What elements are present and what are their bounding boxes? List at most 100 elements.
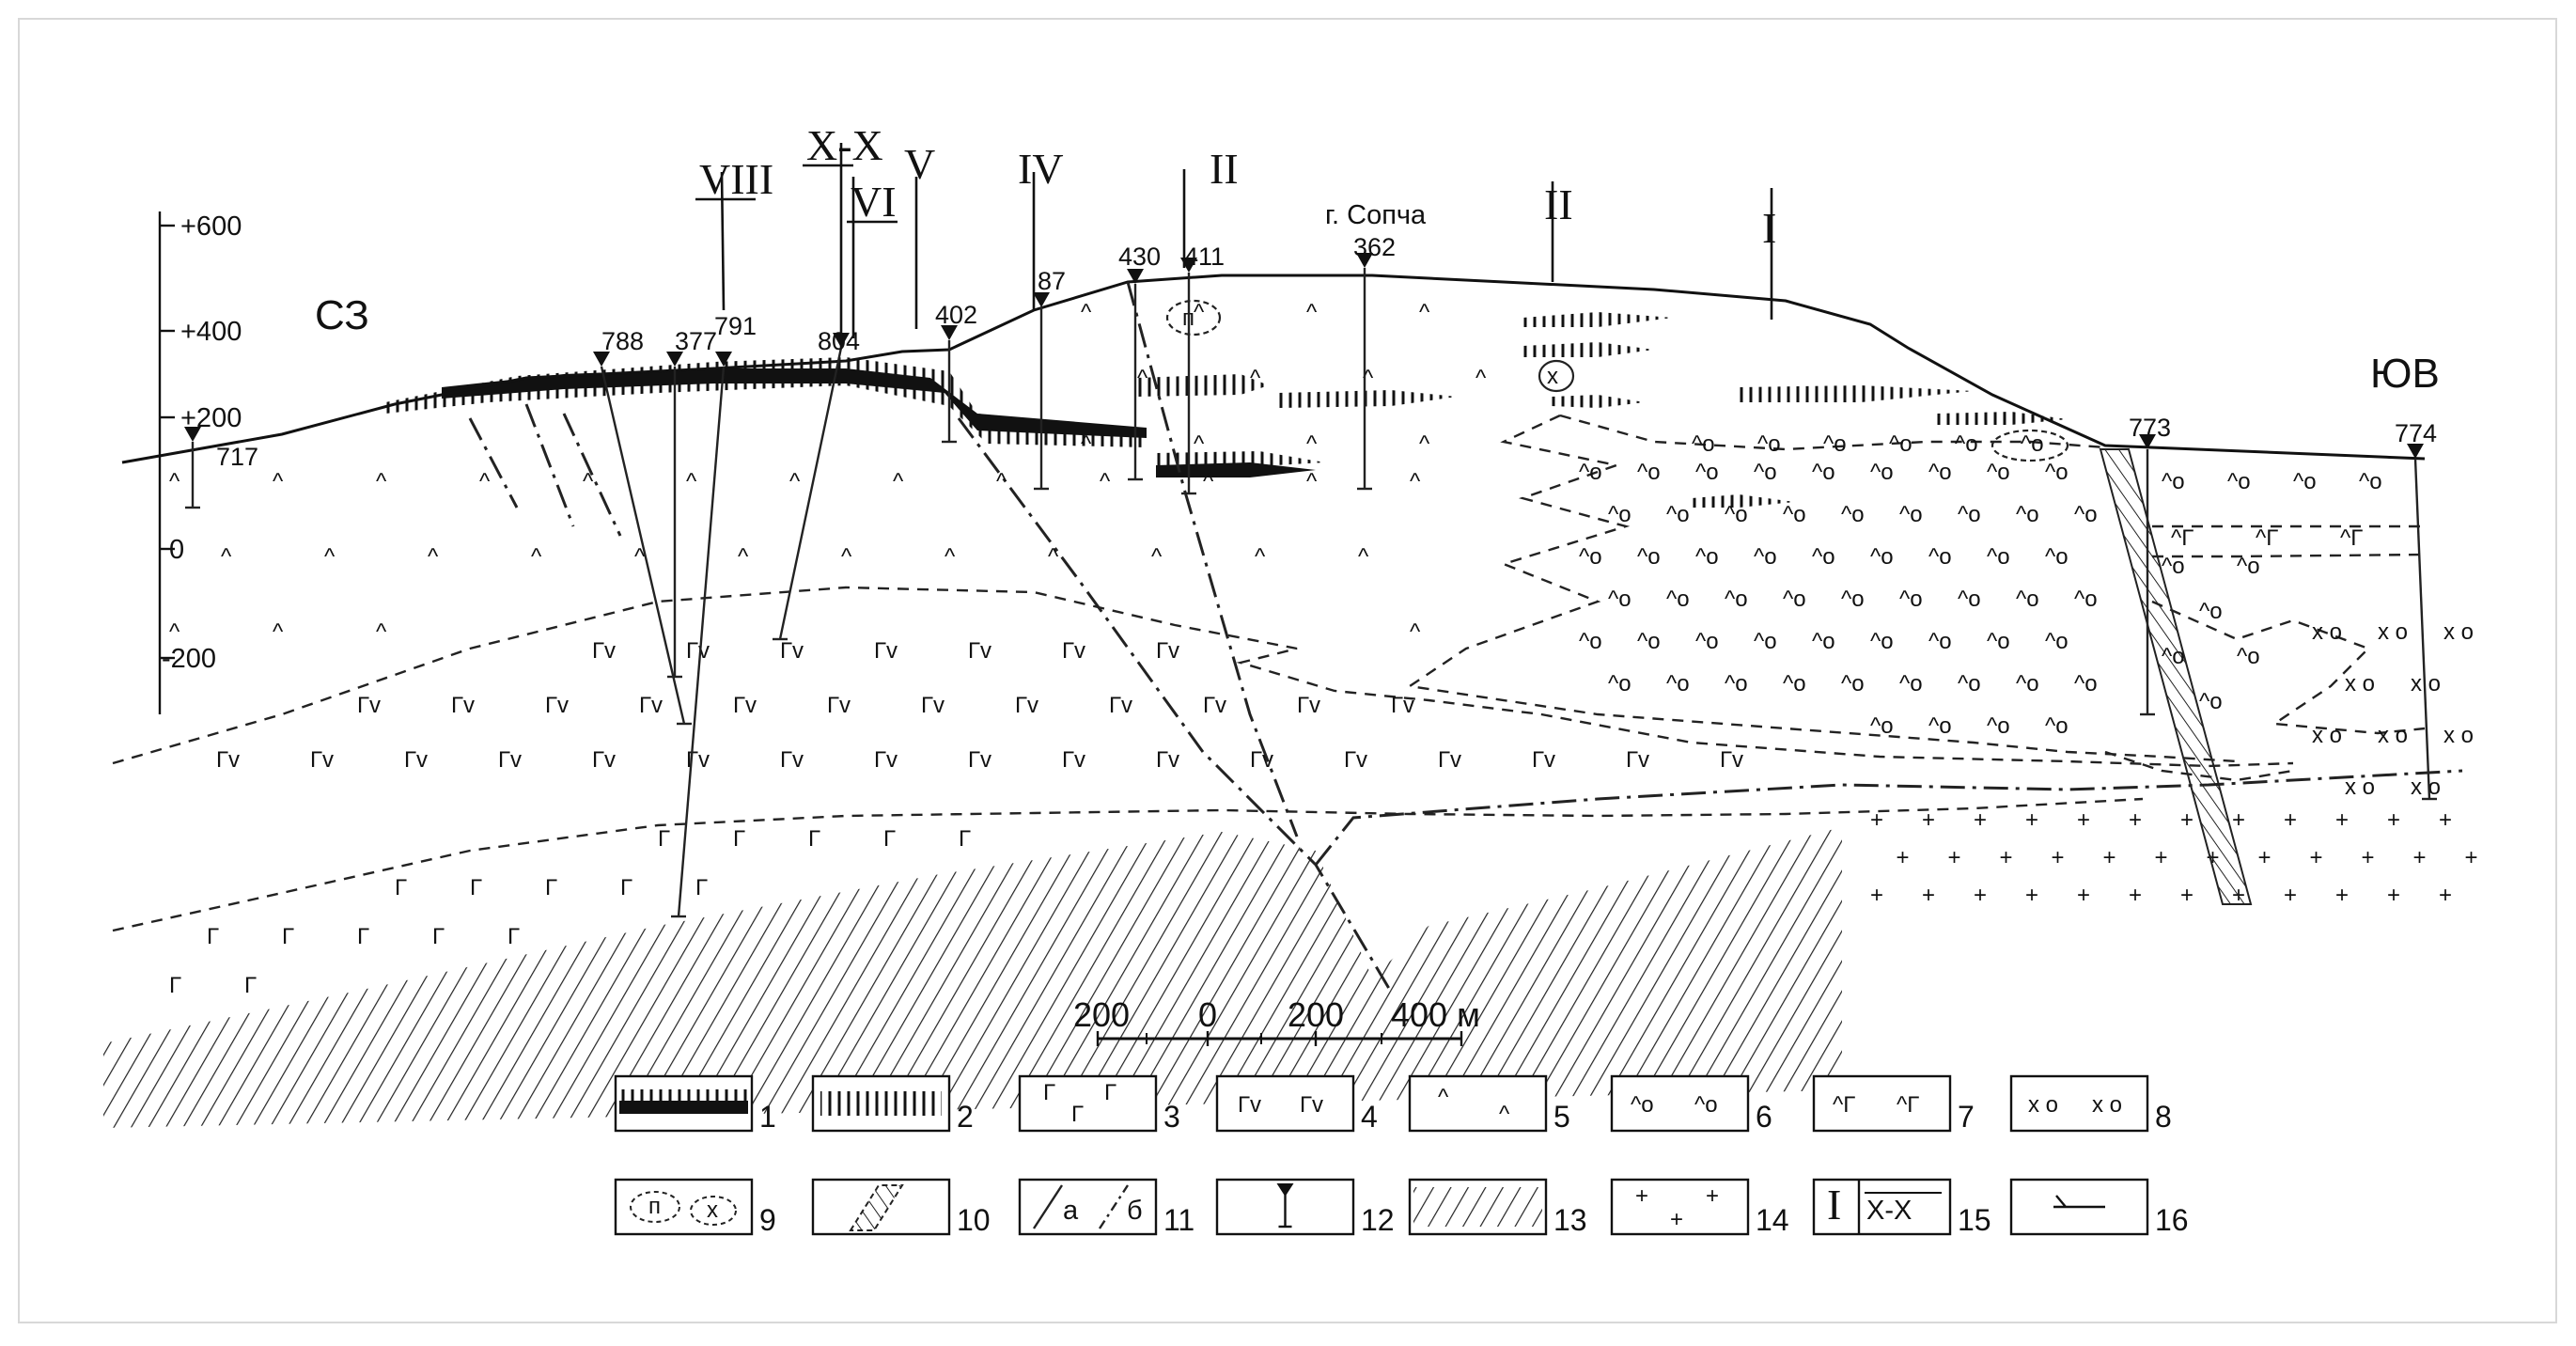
- rock-symbol: Гv: [1062, 747, 1085, 773]
- rock-symbol: +: [2310, 845, 2323, 870]
- rock-symbol: Г: [357, 924, 369, 949]
- rock-symbol: ^o: [1579, 460, 1602, 485]
- rock-symbol: ^: [1137, 366, 1148, 391]
- rock-symbol: +: [2000, 845, 2013, 870]
- rock-symbol: +: [2129, 883, 2142, 908]
- borehole-number: 774: [2395, 419, 2437, 447]
- rock-symbol: ^o: [1987, 713, 2010, 739]
- legend-symbol: x: [707, 1197, 718, 1223]
- rock-symbol: +: [2180, 883, 2194, 908]
- rock-symbol: ^o: [1928, 460, 1952, 485]
- rock-symbol: ^: [686, 469, 697, 494]
- legend-number: 10: [957, 1203, 991, 1237]
- borehole-number: 362: [1353, 233, 1396, 261]
- rock-symbol: +: [2025, 883, 2038, 908]
- borehole-collar-icon: [715, 352, 732, 367]
- fault-west-3: [562, 413, 622, 537]
- legend-item-5: ^^5: [1408, 1074, 1570, 1134]
- rock-symbol: Гv: [498, 747, 522, 773]
- rock-symbol: ^o: [1958, 671, 1981, 696]
- rock-symbol: ^: [1081, 431, 1092, 457]
- rock-symbol: +: [1897, 845, 1910, 870]
- rock-symbol: x o: [2312, 619, 2342, 645]
- rock-symbol: ^o: [2293, 469, 2317, 494]
- rock-symbol: ^: [738, 544, 749, 570]
- legend-symbol: Г: [1043, 1080, 1055, 1105]
- rock-symbol: Гv: [404, 747, 428, 773]
- legend-symbol: Г: [1071, 1102, 1084, 1127]
- rock-symbol: ^: [1151, 544, 1163, 570]
- legend-number: 3: [1163, 1100, 1180, 1134]
- rock-symbol: Г: [545, 875, 557, 900]
- profile-V: V: [904, 140, 935, 329]
- rock-symbol: Гv: [1391, 693, 1414, 718]
- borehole-377: 377: [666, 327, 717, 679]
- rock-symbol: Гv: [1297, 693, 1320, 718]
- rock-symbol: ^o: [2162, 644, 2185, 669]
- borehole-number: 402: [935, 301, 977, 329]
- elevation-label: +600: [180, 211, 242, 242]
- legend-fill: [619, 1101, 748, 1114]
- fault-west-2: [524, 403, 575, 527]
- borehole-number: 773: [2129, 414, 2171, 442]
- profile-I: I: [1762, 188, 1776, 320]
- borehole-773: 773: [2129, 414, 2171, 716]
- rock-symbol: ^o: [1579, 629, 1602, 654]
- direction-left: СЗ: [315, 292, 369, 338]
- rock-symbol: ^o: [2074, 587, 2098, 612]
- legend-dike: [849, 1184, 904, 1231]
- rock-symbol: Гv: [1344, 747, 1367, 773]
- legend-symbol: Гv: [1238, 1092, 1261, 1118]
- legend-hatch: [820, 1091, 942, 1116]
- borehole-791: 791: [671, 312, 757, 918]
- rock-symbol: Г: [959, 826, 971, 852]
- legend-box: [1215, 1074, 1355, 1133]
- rock-symbol: Гv: [1532, 747, 1555, 773]
- borehole-collar-icon: [2139, 434, 2156, 449]
- rock-symbol: ^o: [1725, 587, 1748, 612]
- rock-symbol: ^Г: [2340, 525, 2363, 551]
- legend-line: [1098, 1184, 1130, 1229]
- xenolith-east: [1991, 429, 2069, 462]
- rock-symbol: Гv: [310, 747, 334, 773]
- xenolith-x: x: [1538, 359, 1575, 393]
- rock-symbol: x o: [2345, 671, 2375, 696]
- rock-symbol: ^: [169, 469, 180, 494]
- rock-symbol: Гv: [1156, 638, 1179, 664]
- rock-symbol: Гv: [827, 693, 851, 718]
- ore-lens-2: [1278, 390, 1457, 408]
- rock-symbol: ^o: [1870, 713, 1894, 739]
- rock-symbol: ^o: [1666, 587, 1690, 612]
- rock-symbol: Гv: [1626, 747, 1649, 773]
- mountain-label: г. Сопча: [1325, 200, 1427, 230]
- legend-symbol: Гv: [1300, 1092, 1323, 1118]
- rock-symbol: ^o: [1757, 431, 1781, 457]
- legend-number: 5: [1553, 1100, 1570, 1134]
- rock-symbol: Гv: [780, 747, 804, 773]
- rock-symbol: x o: [2378, 723, 2408, 748]
- rock-symbol: ^: [1100, 469, 1111, 494]
- rock-symbol: ^o: [2045, 460, 2069, 485]
- rock-symbol: Г: [244, 973, 257, 998]
- rock-symbol: ^: [1306, 469, 1318, 494]
- rock-symbol: +: [2232, 807, 2245, 833]
- borehole-trace: [778, 347, 843, 640]
- borehole-collar-icon: [2407, 444, 2424, 459]
- rock-symbol: Гv: [968, 747, 991, 773]
- boundary-olivine-upper: [1559, 414, 2106, 451]
- rock-symbol: ^: [996, 469, 1007, 494]
- rock-symbol: ^o: [2074, 502, 2098, 527]
- rock-symbol: +: [2077, 883, 2090, 908]
- legend-number: 15: [1958, 1203, 1991, 1237]
- legend-item-14: +++14: [1610, 1178, 1789, 1237]
- ore-horizon-deep-hatched: [1156, 451, 1325, 466]
- rock-symbol: ^Г: [2171, 525, 2194, 551]
- legend-number: 2: [957, 1100, 974, 1134]
- rock-symbol: Гv: [545, 693, 569, 718]
- borehole-number: 377: [675, 327, 717, 355]
